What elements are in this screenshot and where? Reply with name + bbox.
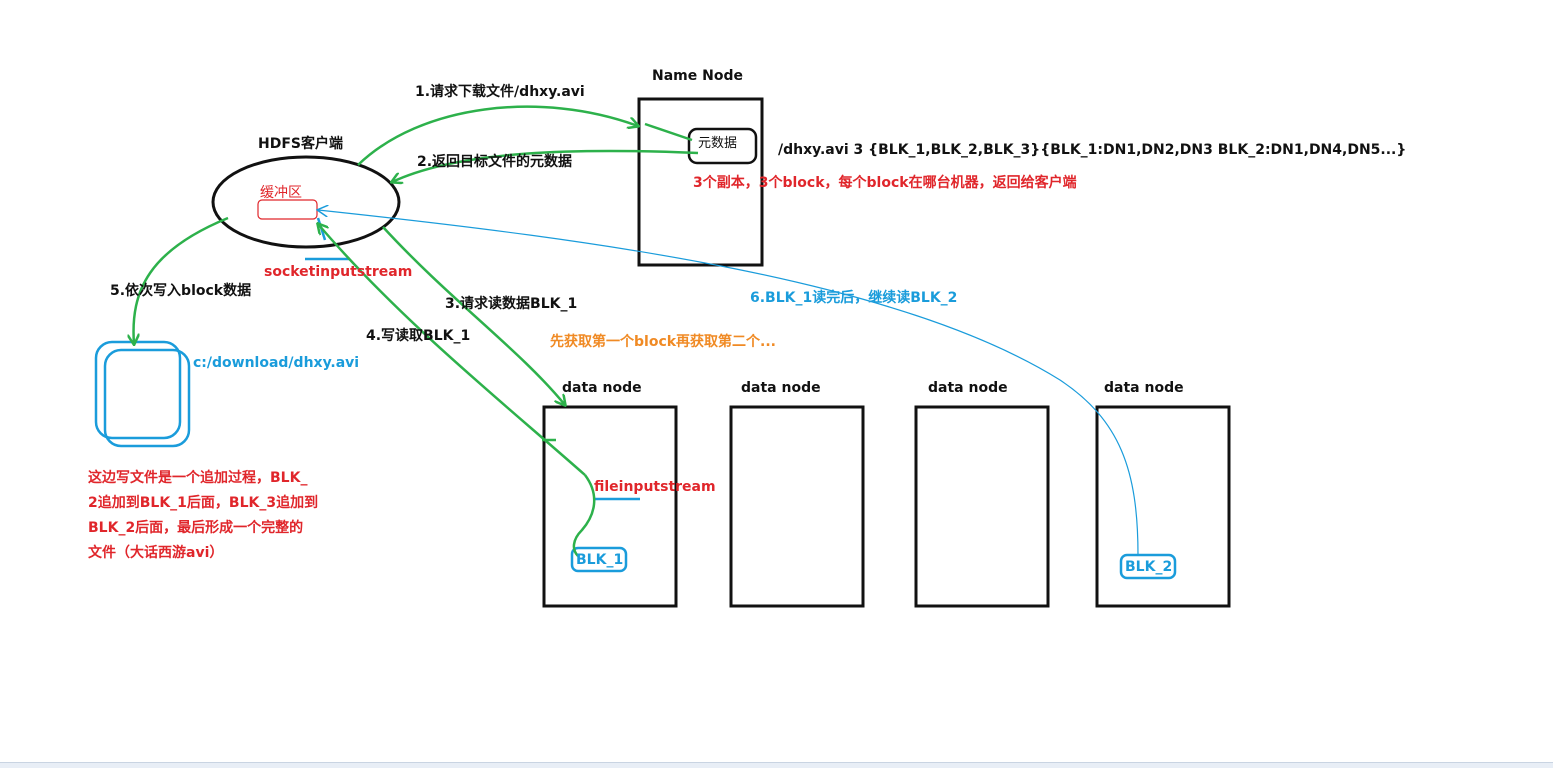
data-node-title-2: data node [741,380,821,396]
append-note-line-3: BLK_2后面，最后形成一个完整的 [88,520,304,536]
append-note-line-4: 文件（大话西游avi） [88,545,224,561]
data-node-title-3: data node [928,380,1008,396]
arrow-request-read-blk1 [382,226,565,405]
window-bottom-edge [0,762,1553,768]
blk1-box [570,546,628,573]
metadata-label: 元数据 [698,136,738,151]
arrow-request-download-tail [644,122,693,142]
hdfs-client-title: HDFS客户端 [258,136,343,152]
stream-blk1 [572,474,596,557]
arrow-read-blk2 [318,210,1139,556]
file-stream-label: fileinputstream [594,479,716,495]
data-node-box-4 [1095,405,1231,608]
blk2-label: BLK_2 [1125,559,1173,575]
step-1-label: 1.请求下载文件/dhxy.avi [415,84,585,100]
sequence-note: 先获取第一个block再获取第二个... [550,334,777,350]
metadata-box [687,127,758,165]
arrow-return-metadata [392,149,699,182]
name-node-box [637,97,764,267]
arrow-write-read-blk1 [318,224,586,476]
data-node-title-4: data node [1104,380,1184,396]
name-node-title: Name Node [652,68,743,84]
data-node-box-3 [914,405,1050,608]
metadata-content: /dhxy.avi 3 {BLK_1,BLK_2,BLK_3}{BLK_1:DN… [778,142,1407,158]
append-note-line-1: 这边写文件是一个追加过程，BLK_ [88,470,308,486]
step-5-label: 5.依次写入block数据 [110,283,252,299]
socket-stream-label: socketinputstream [264,264,413,280]
data-node-box-1 [542,405,678,608]
arrow-write-blocks [134,216,229,344]
arrow-request-download [357,105,638,166]
blk1-label: BLK_1 [576,552,624,568]
step-3-label: 3.请求读数据BLK_1 [445,296,578,312]
blk2-box [1119,553,1177,580]
data-node-title-1: data node [562,380,642,396]
step-2-label: 2.返回目标文件的元数据 [417,154,573,170]
data-node-box-2 [729,405,865,608]
buffer-box [257,199,318,220]
append-note-line-2: 2追加到BLK_1后面，BLK_3追加到 [88,495,319,511]
step-4-label: 4.写读取BLK_1 [366,328,471,344]
hdfs-client-ellipse [211,155,401,249]
local-file-icon-front [103,348,191,448]
append-note: 这边写文件是一个追加过程，BLK_ 2追加到BLK_1后面，BLK_3追加到 B… [88,466,318,566]
step-6-label: 6.BLK_1读完后，继续读BLK_2 [750,290,958,306]
buffer-label: 缓冲区 [260,185,302,201]
metadata-note: 3个副本，3个block，每个block在哪台机器，返回给客户端 [693,175,1077,191]
local-file-path: c:/download/dhxy.avi [193,355,360,371]
